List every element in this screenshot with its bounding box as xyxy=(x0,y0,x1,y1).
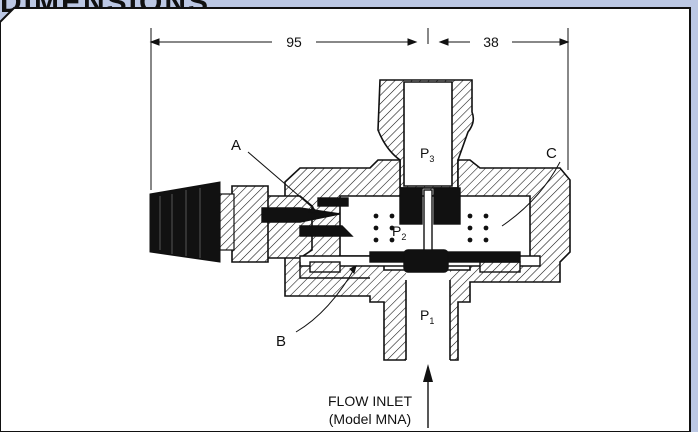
pressure-p3-label: P3 xyxy=(420,145,434,164)
left-spring xyxy=(373,213,395,243)
adjustment-knob-icon xyxy=(149,181,235,263)
callout-leaders xyxy=(247,151,561,333)
dimension-lines xyxy=(149,28,570,190)
flow-inlet-label: FLOW INLET xyxy=(328,393,412,409)
callout-b-label: B xyxy=(276,333,286,350)
right-spring xyxy=(467,213,489,243)
pressure-p2-label: P2 xyxy=(392,223,406,242)
callout-c-label: C xyxy=(546,145,557,162)
valve-internals xyxy=(261,187,541,279)
flow-inlet-arrow xyxy=(423,364,433,428)
dimension-38-label: 38 xyxy=(483,34,499,50)
model-label: (Model MNA) xyxy=(329,411,411,427)
pressure-p1-label: P1 xyxy=(420,307,434,326)
callout-a-label: A xyxy=(231,137,241,154)
dimension-95-label: 95 xyxy=(286,34,302,50)
